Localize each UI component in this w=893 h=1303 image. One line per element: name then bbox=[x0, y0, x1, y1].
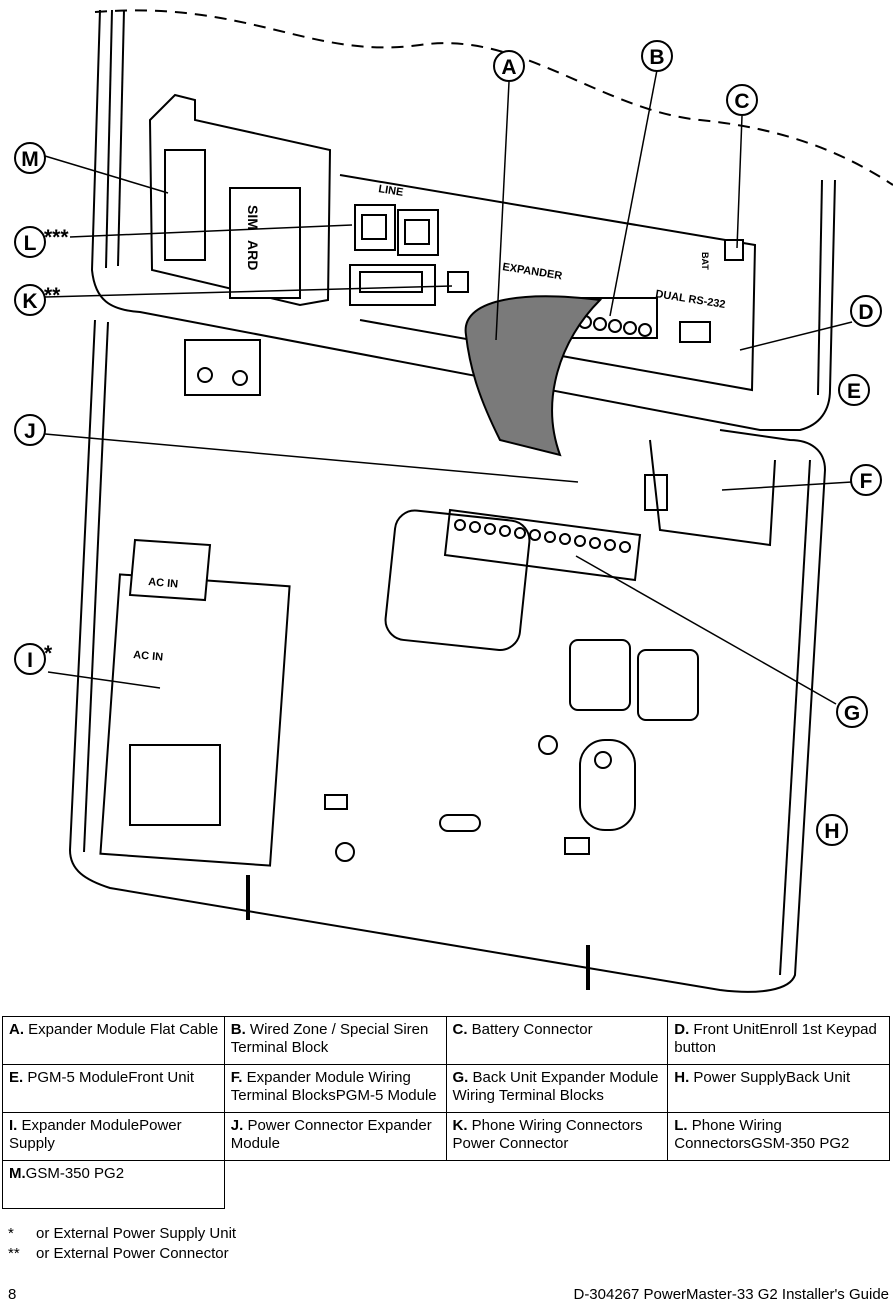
page-number: 8 bbox=[8, 1286, 17, 1303]
mark-i: * bbox=[44, 642, 53, 665]
label-card: ARD bbox=[245, 240, 261, 270]
callout-f: F bbox=[850, 464, 882, 496]
callout-e: E bbox=[838, 374, 870, 406]
legend-cell-l: L. Phone Wiring ConnectorsGSM-350 PG2 bbox=[667, 1112, 890, 1161]
front-unit-outline bbox=[90, 9, 836, 431]
label-ac-in-2: AC IN bbox=[133, 649, 164, 664]
svg-text:I: I bbox=[27, 649, 33, 672]
svg-text:A: A bbox=[501, 56, 516, 79]
callout-c: C bbox=[726, 84, 758, 116]
svg-text:E: E bbox=[847, 380, 861, 403]
callout-i: I bbox=[14, 643, 46, 675]
svg-text:L: L bbox=[24, 232, 37, 255]
flat-cable bbox=[464, 295, 603, 457]
label-bat: BAT bbox=[700, 252, 710, 270]
legend-row: A. Expander Module Flat Cable B. Wired Z… bbox=[2, 1016, 890, 1065]
legend-cell-j: J. Power Connector Expander Module bbox=[223, 1112, 447, 1161]
callout-j: J bbox=[14, 414, 46, 446]
footnote: **or External Power Connector bbox=[8, 1245, 229, 1262]
legend-empty bbox=[668, 1161, 890, 1209]
mark-l: *** bbox=[44, 226, 69, 249]
legend-cell-d: D. Front UnitEnroll 1st Keypad button bbox=[667, 1016, 890, 1065]
legend-cell-g: G. Back Unit Expander Module Wiring Term… bbox=[445, 1064, 669, 1113]
legend-cell-k: K. Phone Wiring Connectors Power Connect… bbox=[445, 1112, 669, 1161]
callout-d: D bbox=[850, 295, 882, 327]
callouts: A B C D E F G H I J K L M * ** *** bbox=[14, 40, 882, 846]
label-sim: SIM bbox=[245, 205, 261, 230]
svg-text:D: D bbox=[858, 301, 873, 324]
callout-a: A bbox=[493, 50, 525, 82]
legend-row: I. Expander ModulePower Supply J. Power … bbox=[2, 1112, 890, 1161]
callout-g: G bbox=[836, 696, 868, 728]
svg-text:M: M bbox=[21, 148, 39, 171]
legend-row: M.GSM-350 PG2 bbox=[2, 1160, 890, 1209]
legend-empty bbox=[224, 1161, 446, 1209]
callout-l: L bbox=[14, 226, 46, 258]
svg-text:C: C bbox=[734, 90, 749, 113]
power-connector bbox=[447, 271, 469, 293]
back-unit-outline bbox=[68, 319, 827, 993]
footnote: *or External Power Supply Unit bbox=[8, 1225, 237, 1242]
legend-cell-e: E. PGM-5 ModuleFront Unit bbox=[2, 1064, 225, 1113]
battery-connector bbox=[724, 239, 744, 261]
document-title: D-304267 PowerMaster-33 G2 Installer's G… bbox=[573, 1286, 889, 1303]
mark-k: ** bbox=[44, 284, 61, 307]
gsm-module-housing bbox=[148, 93, 332, 307]
svg-text:G: G bbox=[844, 702, 860, 725]
legend-cell-m: M.GSM-350 PG2 bbox=[2, 1160, 225, 1209]
svg-text:B: B bbox=[649, 46, 664, 69]
legend-table: A. Expander Module Flat Cable B. Wired Z… bbox=[2, 1016, 890, 1209]
svg-text:J: J bbox=[24, 420, 36, 443]
wired-zone-terminal-block bbox=[571, 297, 658, 339]
enroll-button bbox=[679, 321, 711, 343]
wiring-diagram: LINE EXPANDER DUAL RS-232 SIM ARD BAT AC… bbox=[14, 9, 893, 993]
label-ac-in-1: AC IN bbox=[148, 576, 179, 591]
callout-b: B bbox=[641, 40, 673, 72]
footnotes: *or External Power Supply Unit **or Exte… bbox=[8, 1224, 236, 1264]
callout-h: H bbox=[816, 814, 848, 846]
legend-empty bbox=[446, 1161, 668, 1209]
legend-cell-a: A. Expander Module Flat Cable bbox=[2, 1016, 225, 1065]
callout-m: M bbox=[14, 142, 46, 174]
legend-cell-f: F. Expander Module Wiring Terminal Block… bbox=[223, 1064, 447, 1113]
svg-text:H: H bbox=[824, 820, 839, 843]
svg-text:K: K bbox=[22, 290, 37, 313]
legend-cell-c: C. Battery Connector bbox=[445, 1016, 669, 1065]
callout-k: K bbox=[14, 284, 46, 316]
page-footer: 8 D-304267 PowerMaster-33 G2 Installer's… bbox=[8, 1286, 889, 1303]
legend-cell-h: H. Power SupplyBack Unit bbox=[667, 1064, 890, 1113]
legend-cell-i: I. Expander ModulePower Supply bbox=[2, 1112, 225, 1161]
expander-terminal-blocks bbox=[443, 508, 642, 582]
power-supply bbox=[99, 573, 291, 867]
legend-row: E. PGM-5 ModuleFront Unit F. Expander Mo… bbox=[2, 1064, 890, 1113]
legend-cell-b: B. Wired Zone / Special Siren Terminal B… bbox=[223, 1016, 447, 1065]
label-line: LINE bbox=[378, 183, 405, 199]
cut-line bbox=[94, 9, 893, 186]
svg-text:F: F bbox=[860, 470, 873, 493]
